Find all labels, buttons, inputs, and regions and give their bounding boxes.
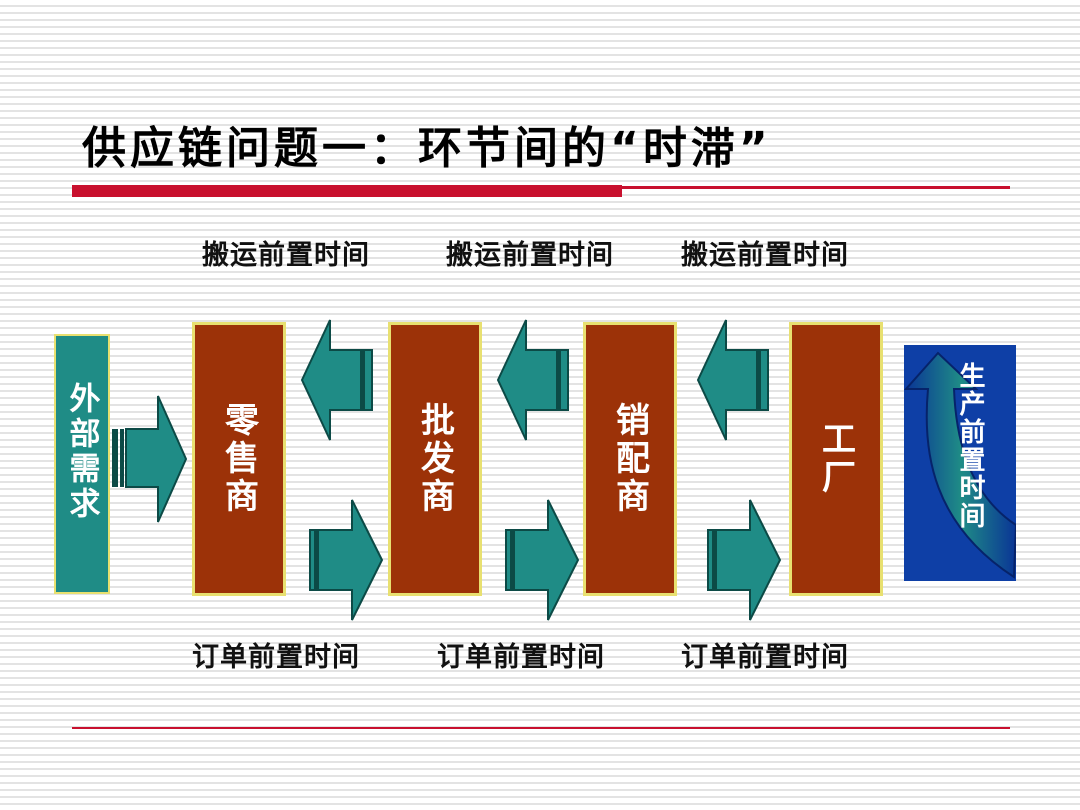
- order-lead-time-label-3: 订单前置时间: [681, 642, 849, 673]
- order-flow-arrow-1: [309, 499, 384, 621]
- node-retailer: 零售商: [192, 322, 286, 596]
- order-lead-time-label-2: 订单前置时间: [437, 642, 605, 673]
- order-flow-arrow-2: [505, 499, 580, 621]
- order-lead-time-label-1: 订单前置时间: [192, 642, 360, 673]
- production-cycle-arrow-icon: [904, 351, 1016, 579]
- material-flow-arrow-3: [696, 319, 769, 441]
- production-lead-time-label: 生产前置时间: [955, 362, 985, 530]
- transport-lead-time-label-3: 搬运前置时间: [681, 240, 849, 271]
- node-wholesaler: 批发商: [388, 322, 482, 596]
- node-wholesaler-label: 批发商: [414, 402, 455, 516]
- title-underline-thick: [72, 185, 622, 197]
- external-demand-label: 外部需求: [63, 382, 100, 522]
- external-demand-box: 外部需求: [54, 334, 110, 594]
- node-retailer-label: 零售商: [218, 402, 259, 516]
- node-factory: 工厂: [789, 322, 883, 596]
- production-lead-time-box: [904, 345, 1016, 581]
- title-underline-thin: [622, 186, 1010, 189]
- transport-lead-time-label-1: 搬运前置时间: [202, 240, 370, 271]
- node-distributor-label: 销配商: [609, 402, 650, 516]
- node-factory-label: 工厂: [815, 421, 856, 497]
- transport-lead-time-label-2: 搬运前置时间: [446, 240, 614, 271]
- node-distributor: 销配商: [583, 322, 677, 596]
- material-flow-arrow-1: [300, 319, 373, 441]
- bottom-divider: [72, 727, 1010, 729]
- order-flow-arrow-3: [707, 499, 782, 621]
- demand-arrow: [112, 395, 188, 523]
- slide-title: 供应链问题一：环节间的“时滞”: [82, 123, 772, 174]
- material-flow-arrow-2: [496, 319, 569, 441]
